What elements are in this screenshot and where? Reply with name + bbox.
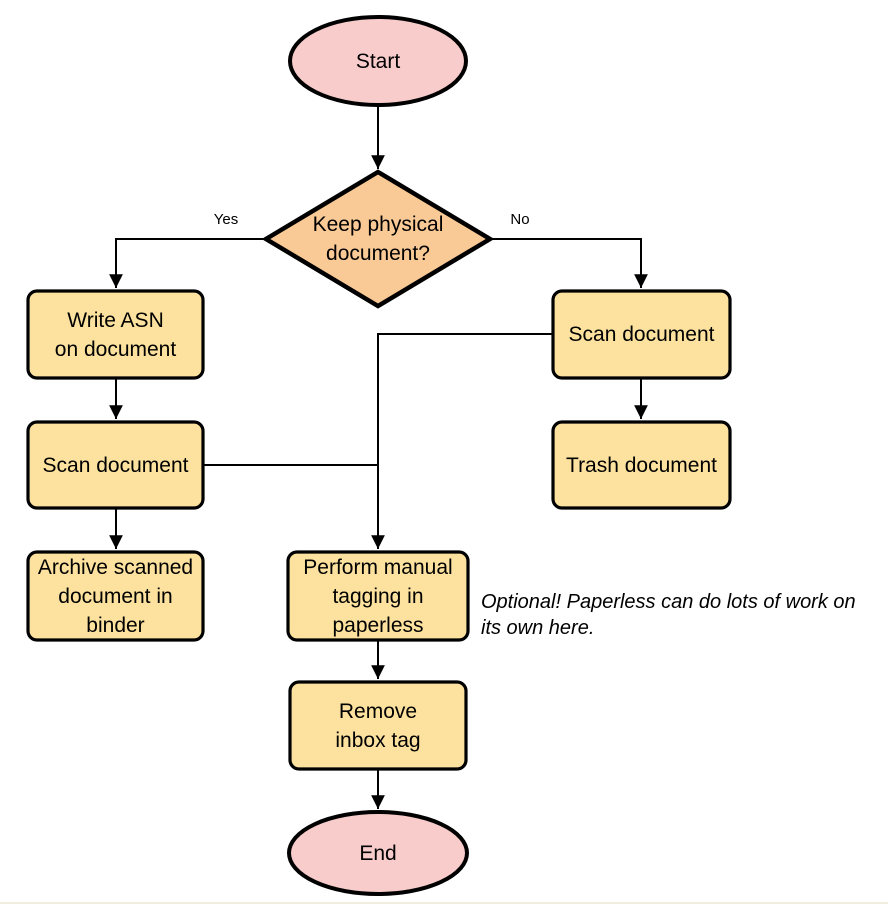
tagging-node-shape: [286, 550, 470, 642]
scan-right-node-shape: [551, 289, 732, 380]
archive-node-shape: [26, 550, 205, 642]
end-node-shape: [287, 810, 469, 896]
trash-node-shape: [551, 420, 732, 510]
write-asn-node-shape: [26, 289, 205, 380]
page-edge-line: [0, 902, 888, 904]
remove-inbox-node-shape: [288, 680, 468, 771]
edge-decision-yes-to-write-asn: [109, 238, 266, 288]
edge-scan-right-to-tagging: [371, 333, 555, 549]
decision-node-shape: [261, 169, 495, 309]
scan-left-node-shape: [26, 420, 205, 510]
start-node-shape: [288, 15, 468, 107]
edge-decision-no-to-scan-right: [490, 238, 648, 288]
